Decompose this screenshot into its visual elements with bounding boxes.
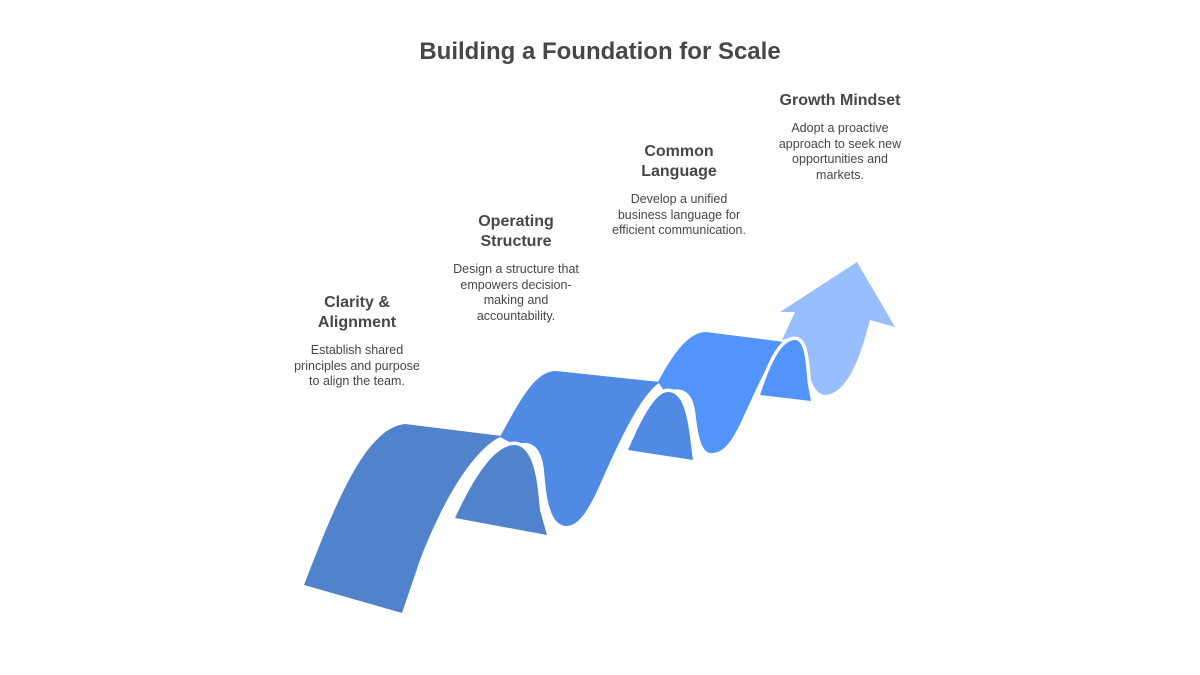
ribbon-step-2 <box>500 371 660 526</box>
ribbon-step-1-tail <box>449 441 552 540</box>
step-operating-structure: Operating Structure Design a structure t… <box>431 212 601 324</box>
step-description: Develop a unified business language for … <box>612 192 746 237</box>
ribbon-step-3 <box>658 332 785 453</box>
step-description: Design a structure that empowers decisio… <box>453 262 579 323</box>
step-heading: Operating Structure <box>478 213 554 250</box>
step-common-language: Common Language Develop a unified busine… <box>594 142 764 239</box>
step-clarity-alignment: Clarity & Alignment Establish shared pri… <box>272 293 442 390</box>
step-growth-mindset: Growth Mindset Adopt a proactive approac… <box>755 91 925 183</box>
step-description: Adopt a proactive approach to seek new o… <box>778 121 902 182</box>
ribbon-step-3-tail <box>755 336 816 406</box>
step-heading: Growth Mindset <box>779 92 901 109</box>
diagram-title: Building a Foundation for Scale <box>419 38 781 65</box>
ribbon-step-1 <box>304 424 502 613</box>
ribbon-step-2-tail <box>622 388 698 465</box>
step-heading: Common Language <box>641 143 717 180</box>
step-heading: Clarity & Alignment <box>317 294 397 331</box>
step-description: Establish shared principles and purpose … <box>294 343 420 388</box>
